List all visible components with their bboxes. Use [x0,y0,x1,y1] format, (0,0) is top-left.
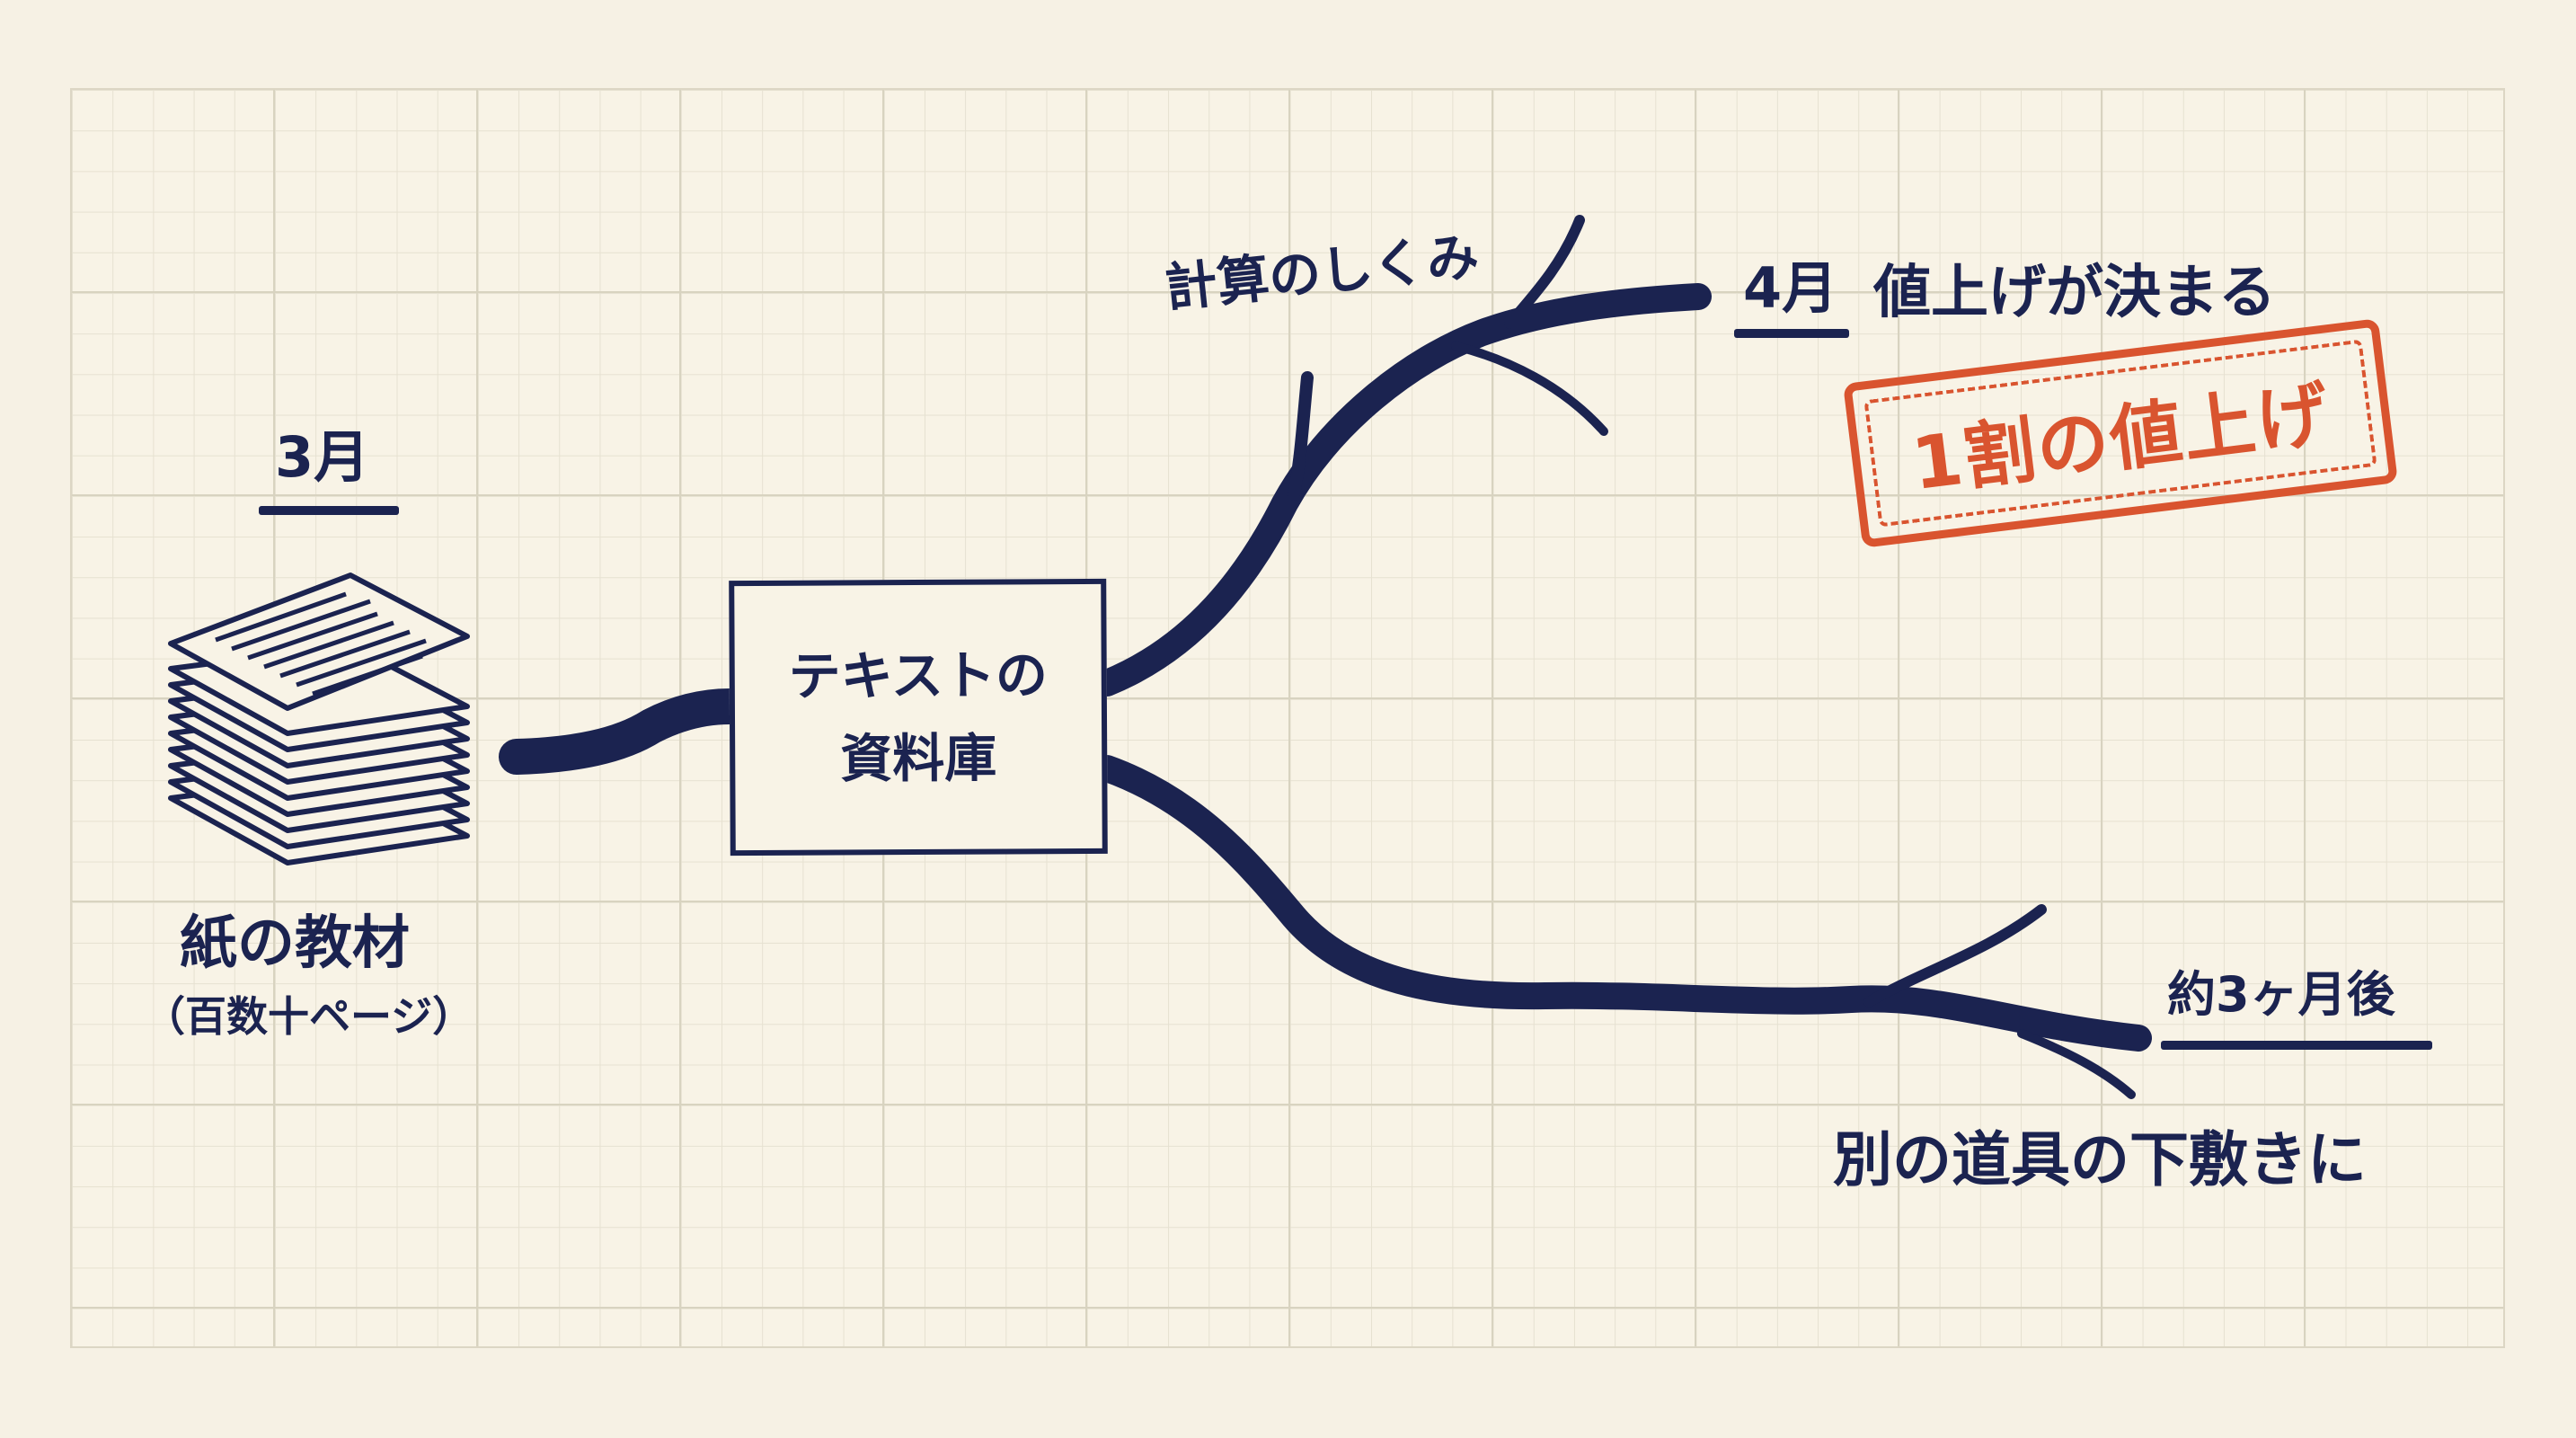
graph-paper-background [70,88,2505,1348]
center-box-line1: テキストの [788,644,1049,707]
lower-branch-twig-bottom [2017,1029,2136,1099]
stamp-text: 1割の値上げ [1908,371,2335,507]
source-subtitle: （百数十ページ） [144,992,474,1041]
lower-branch-twig-top [1863,904,2047,1007]
trunk-branch [499,688,748,775]
left-month-underline [259,506,399,515]
lower-timing-underline [2161,1041,2432,1050]
upper-branch-twig-left [1288,371,1314,501]
upper-event-label: 値上げが決まる [1873,260,2276,326]
upper-branch-twig-lower [1451,342,1608,436]
lower-timing-label: 約3ヶ月後 [2167,966,2395,1023]
paper-stack-icon [168,573,470,865]
center-box-line2: 資料庫 [840,727,997,790]
upper-month-label: 4月 [1743,255,1838,321]
center-box: テキストの 資料庫 [729,578,1108,857]
left-month-label: 3月 [275,424,370,490]
upper-month-underline [1734,329,1849,338]
upper-branch-main [1093,283,1712,697]
lower-branch-main [1093,755,2152,1052]
upper-branch-twig-top [1504,215,1585,329]
lower-outcome-label: 別の道具の下敷きに [1833,1125,2367,1194]
source-title: 紙の教材 [180,910,410,977]
